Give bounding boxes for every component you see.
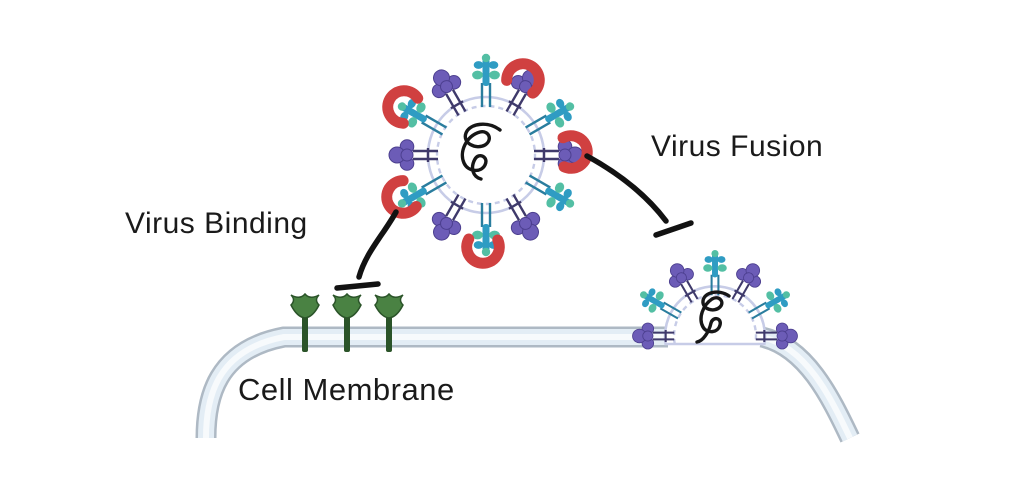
virus-binding-label: Virus Binding xyxy=(125,207,308,240)
cell-receptors xyxy=(290,293,404,353)
cell-membrane-label: Cell Membrane xyxy=(238,372,455,407)
virion xyxy=(387,52,585,258)
fused-virion xyxy=(631,248,799,351)
viral-genome-squiggle xyxy=(695,290,731,344)
virus-fusion-label: Virus Fusion xyxy=(651,130,824,163)
fusion-inhibition-arrow xyxy=(584,153,694,238)
binding-inhibition-arrow xyxy=(334,209,399,291)
viral-genome-squiggle xyxy=(460,122,502,181)
